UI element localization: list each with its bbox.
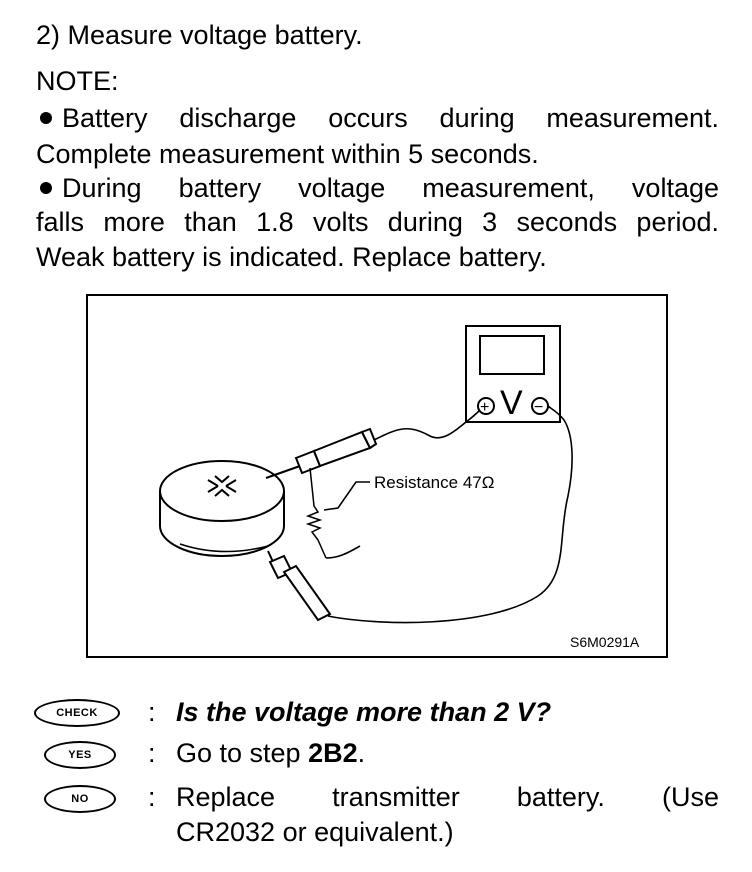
check-question: Is the voltage more than 2 V? <box>176 697 552 727</box>
yes-prefix: Go to step <box>176 738 309 768</box>
plus-mark-icon <box>207 475 237 497</box>
note-bullet-1-line-2: Complete measurement within 5 seconds. <box>36 139 539 169</box>
bullet-icon <box>40 181 52 194</box>
yes-colon: : <box>148 738 156 768</box>
check-colon: : <box>148 697 156 727</box>
no-colon: : <box>148 782 156 812</box>
note-bullet-1-line-1: Battery discharge occurs during measurem… <box>36 101 719 135</box>
negative-probe <box>267 550 332 622</box>
meter-minus-symbol: − <box>534 399 543 416</box>
no-answer-line-1: Replace transmitter battery. (Use <box>176 782 719 812</box>
circuit-diagram: V + − Resistance 47Ω <box>159 325 640 650</box>
note-bullet-2-text: During battery voltage measurement, volt… <box>62 173 719 203</box>
battery-measurement-figure: V + − Resistance 47Ω <box>86 294 668 658</box>
resistor-icon <box>305 467 327 559</box>
yes-step-ref: 2B2 <box>308 738 358 768</box>
meter-v-label: V <box>500 384 523 422</box>
check-badge: CHECK <box>34 699 120 727</box>
resistance-label: Resistance 47Ω <box>374 473 494 492</box>
positive-terminal-icon <box>477 397 495 415</box>
note-bullet-2-line-2: falls more than 1.8 volts during 3 secon… <box>36 207 719 237</box>
step-heading: 2) Measure voltage battery. <box>36 20 363 50</box>
no-answer-line-2: CR2032 or equivalent.) <box>176 817 454 847</box>
note-bullet-2-line-1: During battery voltage measurement, volt… <box>36 171 719 205</box>
coin-battery <box>159 460 285 557</box>
figure-id: S6M0291A <box>570 634 640 650</box>
meter-plus-symbol: + <box>480 399 489 416</box>
no-badge: NO <box>44 785 116 813</box>
yes-badge: YES <box>44 741 116 769</box>
test-leads <box>323 405 573 624</box>
note-bullet-2-line-3: Weak battery is indicated. Replace batte… <box>36 242 547 272</box>
yes-suffix: . <box>357 738 366 768</box>
voltmeter: V + − <box>465 325 561 423</box>
note-bullet-1-text: Battery discharge occurs during measurem… <box>62 103 719 133</box>
bullet-icon <box>40 111 52 124</box>
yes-answer: Go to step 2B2. <box>176 736 365 770</box>
positive-probe <box>265 427 378 479</box>
note-label: NOTE: <box>36 66 119 96</box>
